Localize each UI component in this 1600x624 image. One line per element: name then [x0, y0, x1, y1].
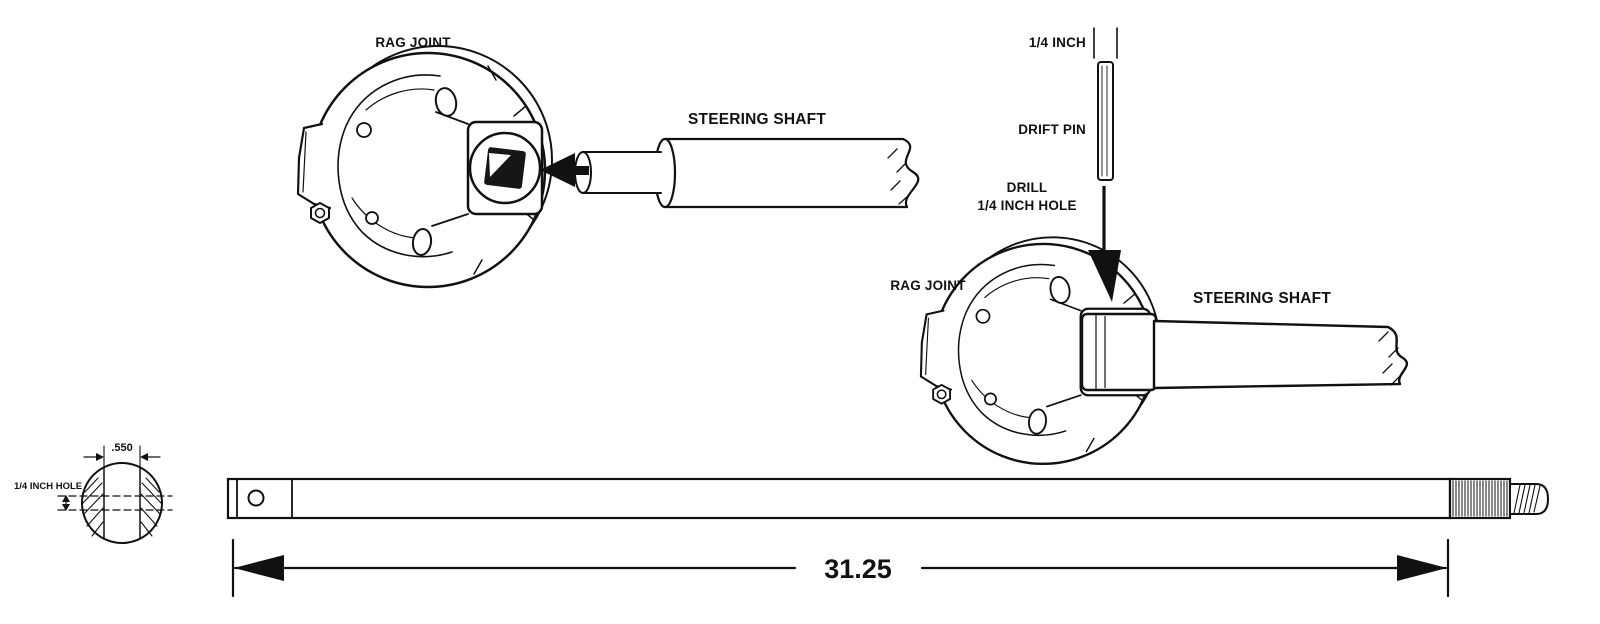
rag-joint-bottom-label: RAG JOINT: [890, 278, 966, 293]
width-arrowhead-left: [96, 453, 104, 461]
shaft-body: [664, 139, 904, 207]
shaft-tip-outline: [582, 151, 662, 194]
shaft-tube: [226, 477, 1452, 520]
rag-joint-bottom-drawing: [919, 236, 1161, 466]
shaft-break-line: [901, 137, 920, 209]
right-hatch: [140, 477, 162, 537]
thread-lines: [1513, 484, 1541, 514]
shaft-tip-body: [583, 152, 661, 193]
insertion-arrowhead: [540, 153, 575, 187]
collar-detail-lines: [1095, 314, 1106, 390]
insertion-arrow: [540, 153, 589, 187]
steering-shaft-top-label: STEERING SHAFT: [688, 111, 826, 128]
flat-width-label: .550: [111, 442, 132, 454]
left-hatch: [82, 477, 104, 537]
hole-arrowhead-up: [62, 495, 70, 502]
hole-hidden-lines: [57, 495, 173, 511]
end-block-lines: [236, 478, 293, 519]
shaft-body: [1152, 319, 1409, 390]
drift-pin-shading: [1101, 65, 1108, 177]
steering-shaft-top-drawing: [574, 137, 920, 209]
shaft-outline: [663, 137, 909, 209]
pin-size-label: 1/4 INCH: [1029, 35, 1086, 50]
drill-arrow: [1088, 186, 1121, 302]
dimension-witness-lines: [231, 538, 1450, 598]
drift-pin-body: [1097, 61, 1114, 181]
steering-shaft-bottom-label: STEERING SHAFT: [1193, 290, 1331, 307]
insertion-arrow-tail: [573, 166, 589, 175]
length-dimension: [231, 538, 1450, 598]
width-extension-lines: [103, 445, 141, 467]
shaft-break-hatch: [887, 148, 909, 205]
pin-hole: [247, 489, 265, 507]
rag-joint-top-label: RAG JOINT: [375, 35, 451, 50]
shaft-cross-section: [57, 445, 173, 544]
drift-pin-drawing: [1093, 27, 1118, 181]
shaft-socket-collar: [1080, 312, 1158, 392]
rag-joint-coupler: [296, 44, 554, 289]
width-arrowhead-right: [140, 453, 148, 461]
shaft-break-hatch: [1378, 331, 1400, 386]
shaft-length-label: 31.25: [824, 554, 892, 584]
dimension-arrowhead-right: [1397, 555, 1447, 581]
shaft-side-view: [226, 477, 1550, 520]
drift-pin-label: DRIFT PIN: [1018, 122, 1086, 137]
flat-chord-lines: [103, 467, 141, 539]
steering-shaft-bottom-drawing: [1152, 319, 1409, 390]
rag-joint-top-drawing: [296, 44, 554, 289]
drill-arrowhead: [1088, 250, 1121, 302]
threaded-tip: [1509, 483, 1550, 515]
drill-label-line1: DRILL: [1007, 180, 1048, 195]
hole-arrowhead-down: [62, 504, 70, 511]
pin-diameter-ticks: [1093, 27, 1118, 59]
spline-teeth: [1452, 480, 1508, 517]
spline-section: [1448, 477, 1512, 520]
cross-section-hole-label: 1/4 INCH HOLE: [14, 481, 82, 492]
dimension-arrowhead-left: [234, 555, 284, 581]
drill-label-line2: 1/4 INCH HOLE: [977, 198, 1076, 213]
